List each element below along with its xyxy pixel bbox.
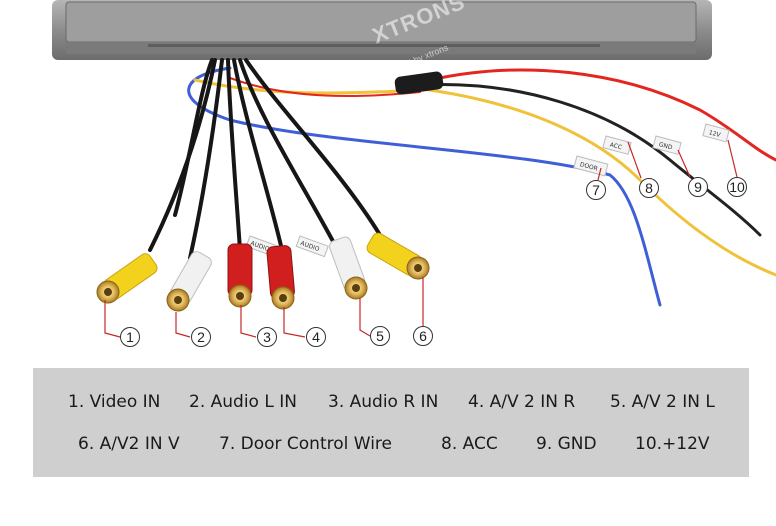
callout-1: 1 <box>120 327 140 347</box>
legend-item-gnd: 9. GND <box>536 434 597 454</box>
tag-door: DOOR <box>579 161 598 172</box>
rca-av2-in-v <box>366 232 430 280</box>
legend-item-12v: 10.+12V <box>635 434 710 454</box>
callout-9: 9 <box>688 177 708 197</box>
legend-item-av2-in-l: 5. A/V 2 IN L <box>610 392 715 412</box>
callout-3: 3 <box>257 327 277 347</box>
rca-av2-in-r <box>266 245 295 310</box>
acc-wire <box>413 86 776 277</box>
tag-acc: ACC <box>609 141 623 151</box>
tag-12v: 12V <box>708 129 722 139</box>
v12-wire <box>428 68 776 162</box>
callout-5: 5 <box>370 326 390 346</box>
tag-gnd: GND <box>658 141 673 151</box>
legend-item-av2-in-v: 6. A/V2 IN V <box>78 434 180 454</box>
rca-connectors <box>96 232 430 312</box>
callout-7: 7 <box>586 180 606 200</box>
rca-av2-in-l <box>329 236 368 300</box>
legend-item-acc: 8. ACC <box>441 434 498 454</box>
legend-item-video-in: 1. Video IN <box>68 392 161 412</box>
callout-6: 6 <box>413 326 433 346</box>
power-wires <box>187 66 776 307</box>
rca-audio-l-in <box>166 251 212 312</box>
callout-8: 8 <box>639 178 659 198</box>
callout-2: 2 <box>191 327 211 347</box>
door-wire <box>187 66 662 307</box>
callout-lines <box>104 139 738 338</box>
callout-4: 4 <box>306 327 326 347</box>
legend-item-audio-l-in: 2. Audio L IN <box>189 392 297 412</box>
monitor-housing <box>52 0 712 60</box>
cable-bundle <box>148 58 382 260</box>
gnd-wire <box>418 82 762 237</box>
legend-item-door-control-wire: 7. Door Control Wire <box>219 434 392 454</box>
legend-panel: 1. Video IN 2. Audio L IN 3. Audio R IN … <box>33 368 749 477</box>
rca-video-in <box>96 253 158 304</box>
callout-10: 10 <box>727 177 747 197</box>
legend-item-audio-r-in: 3. Audio R IN <box>328 392 439 412</box>
rca-audio-r-in <box>227 243 253 308</box>
legend-item-av2-in-r: 4. A/V 2 IN R <box>468 392 576 412</box>
